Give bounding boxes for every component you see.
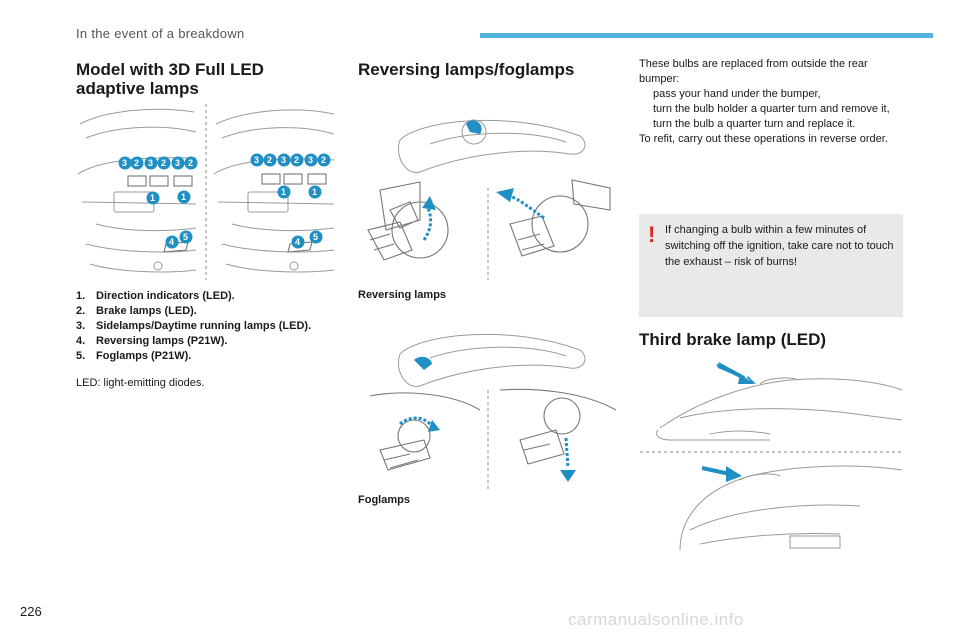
section-title: In the event of a breakdown xyxy=(76,26,245,41)
badge-3: 3 xyxy=(254,155,259,165)
badge-2: 2 xyxy=(321,155,326,165)
badge-2: 2 xyxy=(134,158,139,168)
refit-text: To refit, carry out these operations in … xyxy=(639,133,888,145)
section-accent-bar xyxy=(480,33,933,38)
badge-2: 2 xyxy=(161,158,166,168)
bullet-glyph-icon xyxy=(639,87,653,102)
foglamp-illustration xyxy=(369,333,617,490)
list-item: 1.Direction indicators (LED). xyxy=(76,290,235,302)
caption-foglamps: Foglamps xyxy=(358,494,410,506)
instructions: These bulbs are replaced from outside th… xyxy=(639,57,905,147)
step-item: turn the bulb holder a quarter turn and … xyxy=(639,102,905,117)
badge-4: 4 xyxy=(295,237,300,247)
warning-box xyxy=(639,214,903,317)
badge-3: 3 xyxy=(281,155,286,165)
watermark: carmanualsonline.info xyxy=(568,610,744,629)
badge-5: 5 xyxy=(183,232,188,242)
step-item: pass your hand under the bumper, xyxy=(639,87,905,102)
badge-1: 1 xyxy=(150,193,155,203)
lamp-legend-list: 1.Direction indicators (LED). 2.Brake la… xyxy=(76,289,346,364)
third-brake-lamp-illustration xyxy=(640,362,903,551)
list-item: 4.Reversing lamps (P21W). xyxy=(76,335,228,347)
list-item: 2.Brake lamps (LED). xyxy=(76,305,197,317)
rear-lamps-illustration: 3 2 3 2 3 2 1 1 4 5 3 2 3 2 3 2 1 1 4 5 xyxy=(77,104,335,280)
caption-reversing-lamps: Reversing lamps xyxy=(358,289,447,301)
badge-3: 3 xyxy=(175,158,180,168)
intro-text: These bulbs are replaced from outside th… xyxy=(639,58,868,85)
reversing-lamp-illustration xyxy=(367,119,611,280)
page-number: 226 xyxy=(20,604,42,619)
warning-icon: ! xyxy=(648,222,656,247)
warning-text: If changing a bulb within a few minutes … xyxy=(665,224,894,268)
badge-2: 2 xyxy=(267,155,272,165)
badge-4: 4 xyxy=(169,237,174,247)
list-item: 5.Foglamps (P21W). xyxy=(76,350,192,362)
badge-3: 3 xyxy=(122,158,127,168)
badge-1: 1 xyxy=(181,192,186,202)
badge-2: 2 xyxy=(188,158,193,168)
badge-1: 1 xyxy=(312,187,317,197)
badge-5: 5 xyxy=(313,232,318,242)
middle-section-title: Reversing lamps/foglamps xyxy=(358,60,575,79)
bullet-glyph-icon xyxy=(639,102,653,117)
badge-2: 2 xyxy=(294,155,299,165)
led-note: LED: light-emitting diodes. xyxy=(76,377,205,389)
badge-3: 3 xyxy=(308,155,313,165)
badge-3: 3 xyxy=(148,158,153,168)
bullet-glyph-icon xyxy=(639,117,653,132)
step-item: turn the bulb a quarter turn and replace… xyxy=(639,117,905,132)
left-section-title: Model with 3D Full LED adaptive lamps xyxy=(76,60,264,98)
list-item: 3.Sidelamps/Daytime running lamps (LED). xyxy=(76,320,312,332)
third-brake-lamp-title: Third brake lamp (LED) xyxy=(639,330,827,349)
badge-1: 1 xyxy=(281,187,286,197)
